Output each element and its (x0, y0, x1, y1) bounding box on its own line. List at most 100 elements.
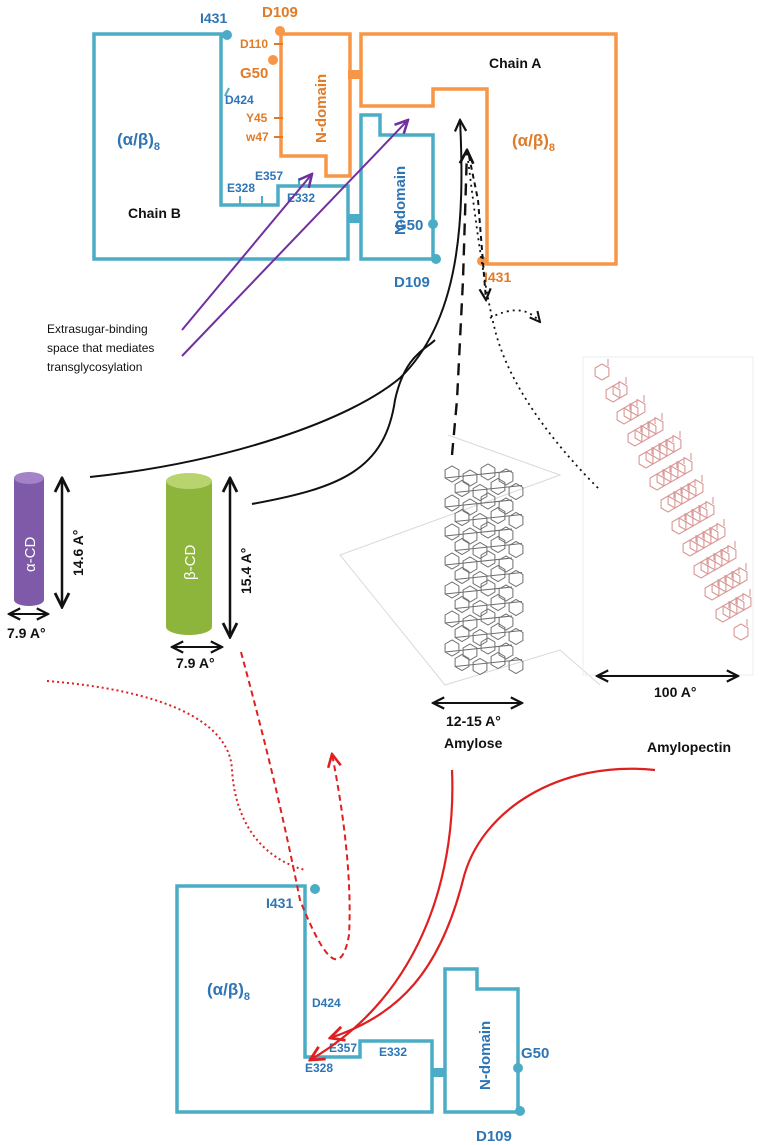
chain-b-linker (347, 214, 362, 223)
glucose-ring (480, 492, 496, 510)
chain-a-y45-label: Y45 (246, 111, 268, 125)
glucose-ring (480, 637, 496, 655)
glucose-ring (480, 579, 496, 597)
glucose-ring (616, 407, 632, 425)
glycosidic-bond (454, 659, 523, 667)
glucose-ring (444, 581, 460, 599)
glucose-ring (508, 482, 524, 501)
chain-a-w47-label: w47 (245, 130, 269, 144)
glucose-ring (472, 483, 488, 502)
monomer-i431-marker (310, 884, 320, 894)
glucose-ring (715, 605, 731, 623)
glycosidic-bond (444, 528, 513, 537)
glucose-ring (498, 526, 514, 544)
glycosidic-bond (454, 601, 523, 609)
glucose-ring (508, 569, 524, 588)
alpha-cd-path (89, 120, 461, 478)
chain-a-name: Chain A (489, 55, 541, 71)
monomer-g50-marker (513, 1063, 523, 1073)
amylose-width-label: 12-15 A° (446, 713, 501, 729)
extrasugar-annotation: Extrasugar-binding space that mediates t… (47, 322, 158, 374)
chain-b-domain-label: (α/β)8 (117, 130, 160, 153)
amylose-path (450, 150, 467, 456)
glucose-ring (444, 610, 460, 628)
glucose-ring (462, 643, 478, 661)
glucose-ring (508, 656, 524, 675)
monomer-d109-marker (515, 1106, 525, 1116)
beta-cd-cylinder (166, 473, 212, 635)
glucose-ring (627, 429, 643, 447)
glucose-ring (671, 517, 687, 535)
glucose-ring (444, 639, 460, 657)
glycosidic-bond (454, 543, 523, 551)
beta-cd-width-label: 7.9 A° (176, 655, 215, 671)
glucose-ring (444, 523, 460, 541)
glucose-ring (480, 550, 496, 568)
glucose-ring (498, 555, 514, 573)
chain-b-g50-label: G50 (395, 217, 423, 234)
amylose-frame (339, 434, 601, 686)
alpha-cd-height-label: 14.6 A° (70, 530, 86, 576)
glucose-ring (704, 583, 720, 601)
glycosidic-bond (444, 644, 513, 653)
glucose-ring (498, 613, 514, 631)
beta-cd-height-label: 15.4 A° (238, 548, 254, 594)
chain-b-n-domain (359, 113, 435, 261)
glucose-ring (462, 556, 478, 574)
glucose-ring (498, 468, 514, 486)
chain-b-name: Chain B (128, 205, 181, 221)
chain-b-catalytic-domain (92, 32, 350, 261)
amylopectin-network (594, 359, 752, 641)
chain-a-catalytic-domain (359, 32, 618, 266)
monomer-linker (431, 1068, 446, 1077)
glucose-ring (508, 627, 524, 646)
chain-b-e357-label: E357 (255, 169, 283, 183)
glucose-ring (462, 585, 478, 603)
chain-a-residue-ticks (274, 43, 283, 138)
chain-b-i431-label: I431 (200, 10, 227, 26)
glucose-ring (638, 451, 654, 469)
glucose-ring (693, 561, 709, 579)
glucose-ring (649, 473, 665, 491)
amylopectin-width-label: 100 A° (654, 684, 696, 700)
chain-b-d109-marker (431, 254, 441, 264)
amylopectin-path (467, 159, 599, 489)
glucose-ring (462, 469, 478, 487)
monomer-n-domain (443, 967, 520, 1114)
chain-a-d110-label: D110 (240, 37, 268, 51)
beta-cd-red-path (240, 651, 351, 961)
beta-cd-label: β-CD (182, 545, 199, 580)
glucose-ring (454, 479, 470, 498)
amylopectin-red-path (330, 767, 656, 1038)
glucose-ring (498, 497, 514, 515)
extrasugar-arrow-1 (181, 174, 312, 331)
glucose-ring (490, 564, 506, 583)
chain-a-i431-label: I431 (484, 269, 511, 285)
glucose-ring (490, 651, 506, 670)
monomer-i431-label: I431 (266, 895, 293, 911)
chain-a-d109-marker (275, 26, 285, 36)
glucose-ring (490, 622, 506, 641)
alpha-cd-width-label: 7.9 A° (7, 625, 46, 641)
monomer-n-domain-label: N-domain (477, 1021, 494, 1090)
glucose-ring (480, 463, 496, 481)
monomer-catalytic-domain (175, 884, 434, 1114)
monomer-e328-label: E328 (305, 1061, 333, 1075)
glucose-ring (733, 623, 749, 641)
chain-a-n-domain-label: N-domain (313, 74, 330, 143)
glycosidic-bond (454, 572, 523, 580)
glucose-ring (472, 599, 488, 618)
glycosidic-bond (444, 557, 513, 566)
monomer-g50-label: G50 (521, 1045, 549, 1062)
amylose-helix (444, 463, 524, 676)
glucose-ring (454, 653, 470, 672)
glucose-ring (444, 465, 460, 483)
glucose-ring (462, 527, 478, 545)
monomer-e357-label: E357 (329, 1041, 357, 1055)
amylopectin-frame (582, 356, 754, 676)
glucose-ring (508, 540, 524, 559)
glucose-ring (444, 494, 460, 512)
glucose-ring (480, 521, 496, 539)
